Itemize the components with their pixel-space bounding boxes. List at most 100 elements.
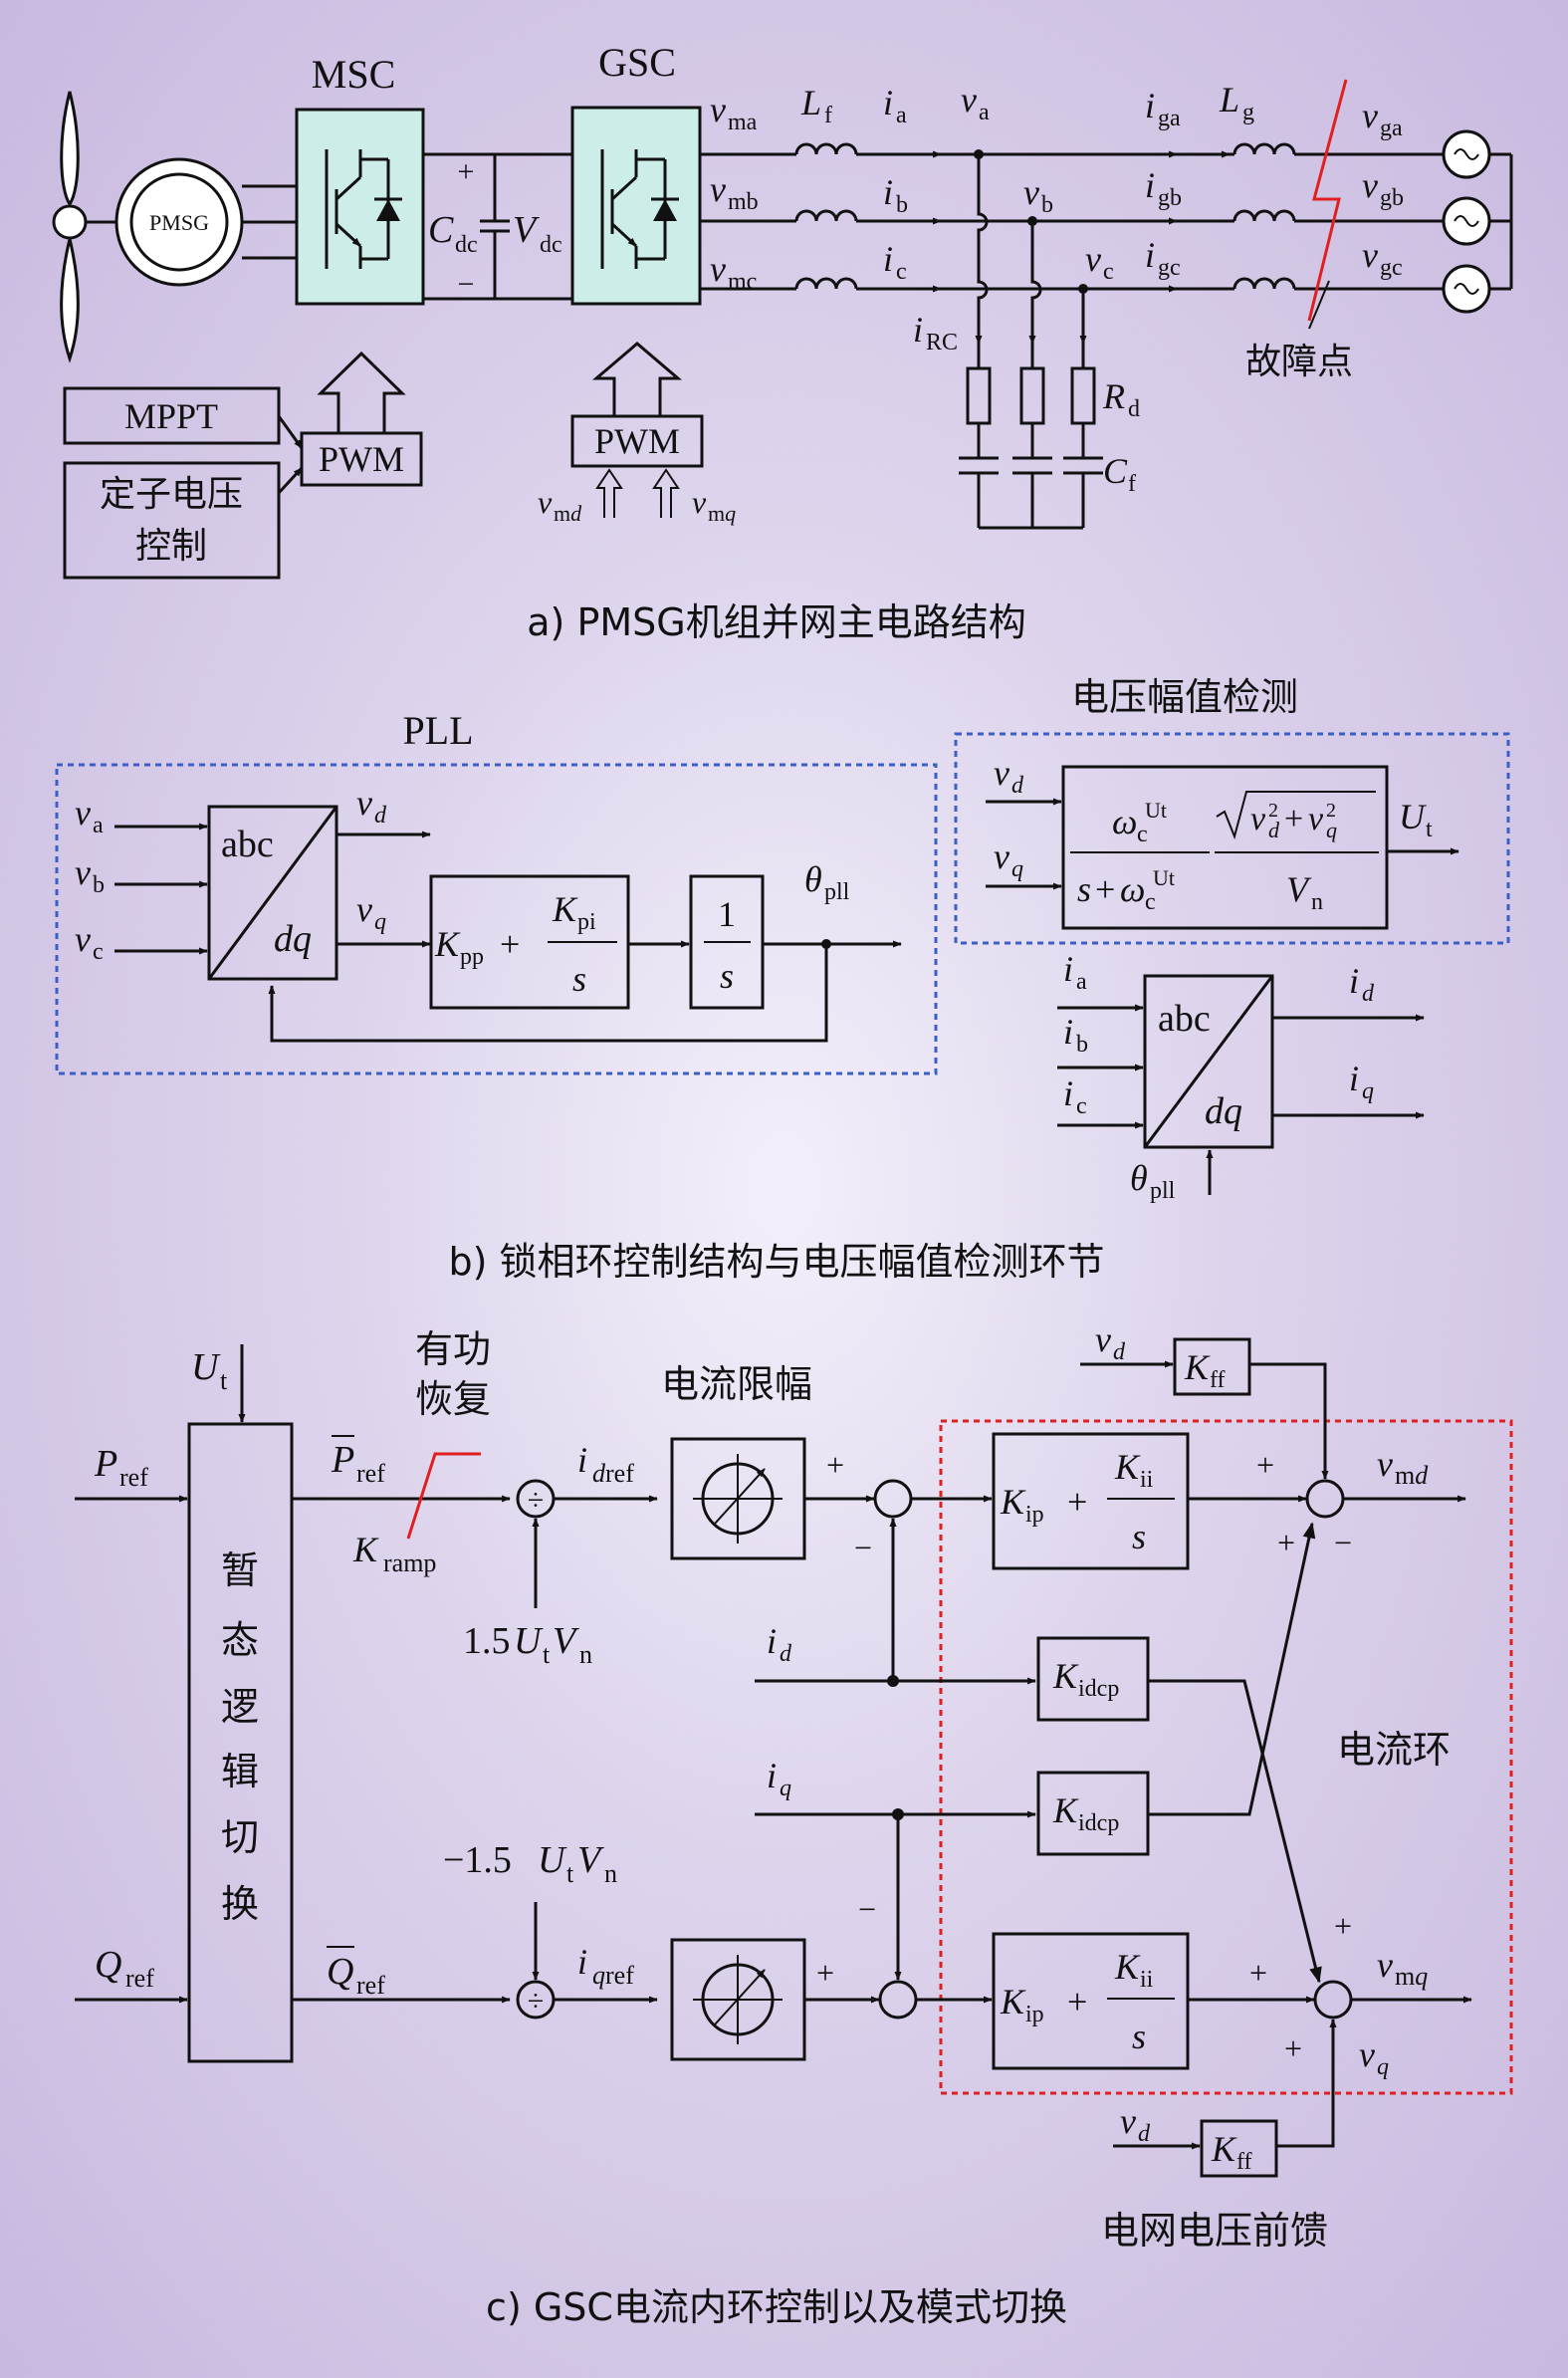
svg-text:t: t — [220, 1366, 228, 1395]
dc-capacitor: + − C dc V dc — [428, 154, 562, 301]
svg-text:a: a — [93, 813, 104, 838]
svg-text:ref: ref — [356, 1459, 385, 1488]
caption-b: b) 锁相环控制结构与电压幅值检测环节 — [448, 1240, 1104, 1284]
svg-text:K: K — [552, 889, 578, 929]
pll-abc-label: abc — [221, 824, 274, 865]
svg-text:ga: ga — [1380, 116, 1403, 141]
svg-text:+: + — [1284, 2030, 1302, 2066]
svg-text:mb: mb — [728, 189, 759, 215]
svg-text:gc: gc — [1380, 255, 1403, 281]
msc-converter — [295, 108, 425, 306]
svg-text:i: i — [1063, 949, 1073, 989]
svg-text:+: + — [500, 924, 520, 964]
svg-text:i: i — [913, 310, 923, 350]
stator-control-label-2: 控制 — [135, 526, 207, 567]
gsc-igbt-icon — [600, 149, 679, 269]
svg-text:i: i — [883, 83, 893, 122]
svg-text:md: md — [1395, 1461, 1429, 1490]
svg-text:qref: qref — [592, 1961, 634, 1990]
svg-text:b: b — [1076, 1032, 1088, 1058]
pll-abc-dq-block — [207, 805, 338, 981]
svg-text:+: + — [826, 1447, 844, 1483]
svg-text:ff: ff — [1236, 2149, 1252, 2175]
kidcp-d-block — [1036, 1636, 1150, 1722]
svg-text:ref: ref — [125, 1964, 154, 1993]
svg-text:+: + — [1256, 1447, 1274, 1483]
svg-text:idcp: idcp — [1078, 1810, 1119, 1836]
logic-char-3: 逻 — [221, 1685, 259, 1729]
current-dq-label: dq — [1205, 1090, 1242, 1132]
active-recovery-label-2: 恢复 — [415, 1377, 491, 1421]
svg-text:c: c — [93, 939, 104, 965]
svg-text:ff: ff — [1210, 1367, 1226, 1393]
svg-text:a: a — [979, 100, 990, 125]
svg-text:V: V — [1286, 869, 1312, 909]
svg-text:v: v — [1120, 2101, 1136, 2141]
coef-q-value: −1.5 — [443, 1839, 512, 1881]
svg-text:q: q — [374, 909, 386, 935]
svg-text:R: R — [1102, 376, 1125, 416]
gsc-pwm-label: PWM — [594, 421, 680, 461]
svg-text:v: v — [961, 80, 977, 119]
svg-text:c: c — [896, 259, 907, 285]
svg-text:ga: ga — [1158, 106, 1181, 131]
svg-text:mq: mq — [708, 501, 736, 526]
coef-d-value: 1.5 — [463, 1620, 511, 1662]
svg-text:c: c — [1103, 259, 1114, 285]
svg-text:dc: dc — [540, 232, 562, 258]
msc-label: MSC — [312, 52, 396, 97]
svg-text:ip: ip — [1025, 1502, 1044, 1528]
svg-text:v: v — [710, 169, 726, 209]
svg-text:gb: gb — [1380, 185, 1404, 211]
svg-text:−: − — [858, 1891, 876, 1927]
svg-text:dref: dref — [592, 1459, 634, 1488]
svg-text:ip: ip — [1025, 2002, 1044, 2027]
msc-pwm-label: PWM — [319, 439, 404, 479]
sum-q — [878, 1980, 918, 2020]
svg-text:f: f — [824, 103, 832, 128]
svg-text:dc: dc — [455, 232, 478, 258]
svg-text:V: V — [553, 1620, 579, 1662]
svg-text:K: K — [352, 1530, 379, 1569]
svg-text:÷: ÷ — [528, 1484, 544, 1517]
svg-text:s: s — [720, 956, 734, 996]
svg-text:q: q — [780, 1776, 791, 1801]
gsc-converter — [570, 106, 702, 306]
svg-text:Ut: Ut — [1153, 865, 1175, 890]
svg-text:ii: ii — [1140, 1967, 1154, 1993]
svg-text:mq: mq — [1395, 1962, 1428, 1991]
svg-text:+: + — [1095, 869, 1115, 909]
three-phase-lines — [700, 79, 1513, 330]
svg-text:pll: pll — [1150, 1178, 1176, 1204]
svg-text:gc: gc — [1158, 255, 1181, 281]
svg-text:mc: mc — [728, 269, 757, 295]
svg-text:+: + — [458, 155, 475, 188]
stator-voltage-control-box — [63, 461, 281, 580]
svg-text:K: K — [1184, 1347, 1211, 1387]
svg-text:d: d — [1138, 2121, 1151, 2147]
svg-text:q: q — [1362, 1078, 1374, 1104]
svg-text:K: K — [434, 924, 461, 964]
svg-text:t: t — [543, 1640, 551, 1669]
svg-text:s: s — [572, 959, 586, 999]
svg-text:V: V — [577, 1839, 604, 1881]
msc-pwm-box — [300, 431, 423, 487]
svg-text:ref: ref — [356, 1971, 385, 2000]
svg-text:v: v — [1023, 172, 1039, 212]
svg-text:v: v — [710, 249, 726, 289]
transient-logic-switch-block — [187, 1422, 294, 2063]
active-recovery-label-1: 有功 — [415, 1327, 491, 1371]
caption-c: c) GSC电流内环控制以及模式切换 — [486, 2285, 1067, 2329]
gsc-label: GSC — [598, 40, 676, 85]
svg-text:v: v — [1362, 96, 1378, 135]
svg-text:v: v — [692, 484, 707, 520]
svg-text:K: K — [1052, 1656, 1079, 1696]
svg-text:+: + — [1277, 1525, 1295, 1560]
svg-text:v: v — [75, 919, 91, 959]
pi-controller-d — [992, 1432, 1190, 1570]
svg-text:d: d — [1011, 773, 1024, 799]
svg-text:i: i — [1063, 1012, 1073, 1052]
svg-text:+: + — [816, 1955, 834, 1991]
